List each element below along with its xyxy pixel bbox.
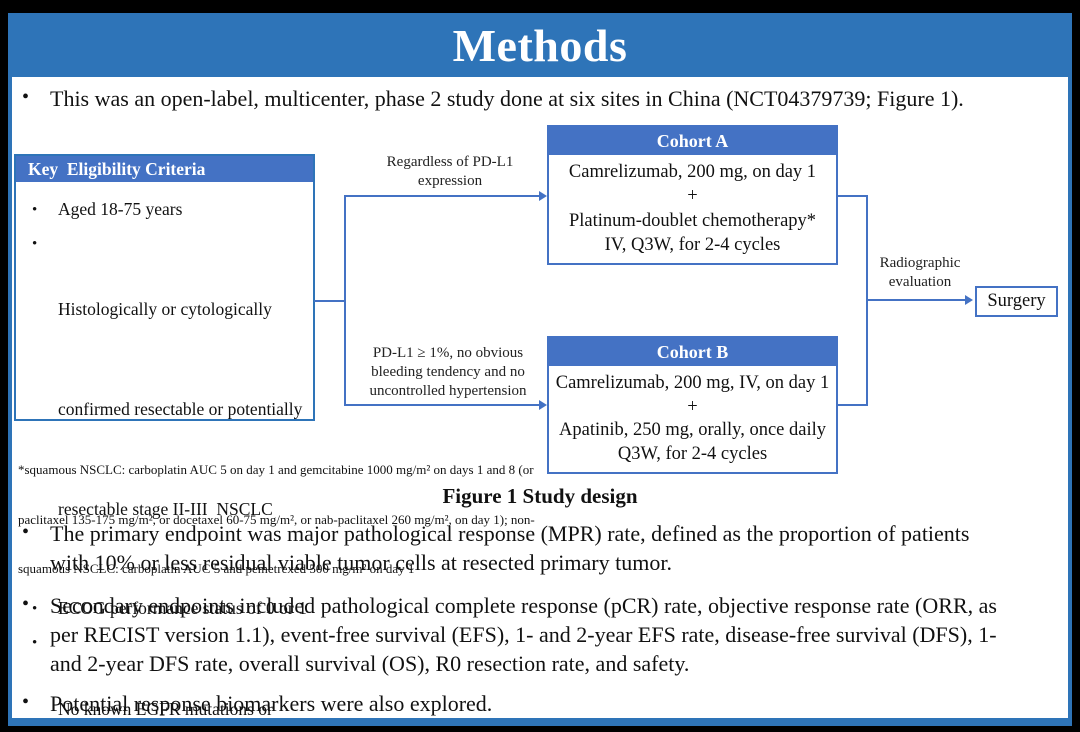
cohort-a-line: Platinum-doublet chemotherapy*: [568, 210, 817, 231]
list-item: • Histologically or cytologically confir…: [32, 227, 307, 592]
list-item: • No known EGFR mutations or ALK fusion: [32, 626, 307, 732]
list-item: • Aged 18-75 years: [32, 193, 307, 227]
eligibility-item-text: No known EGFR mutations or: [58, 698, 273, 719]
eligibility-item-text: confirmed resectable or potentially: [58, 399, 303, 420]
cohort-a-line: +: [687, 186, 698, 207]
footnote-line: paclitaxel 135-175 mg/m², or docetaxel 6…: [18, 511, 535, 527]
cohort-b-box: Cohort B Camrelizumab, 200 mg, IV, on da…: [547, 336, 838, 474]
arrowhead-icon: [539, 191, 547, 201]
eligibility-item-text: Histologically or cytologically: [58, 299, 272, 320]
eligibility-list: • Aged 18-75 years • Histologically or c…: [16, 183, 313, 732]
branch-top-label: Regardless of PD-L1 expression: [386, 154, 514, 189]
page-title: Methods: [452, 19, 628, 71]
cohort-b-line: Camrelizumab, 200 mg, IV, on day 1: [555, 372, 830, 393]
connector-line: [866, 299, 966, 301]
list-item: • ECOG performance status of 0 or 1: [32, 592, 307, 626]
bullet-icon: •: [22, 593, 30, 615]
surgery-box: Surgery: [975, 286, 1058, 317]
bullet-line: The primary endpoint was major pathologi…: [50, 521, 970, 546]
primary-endpoint-bullet: • The primary endpoint was major patholo…: [22, 519, 1062, 577]
bullet-icon: •: [32, 202, 38, 218]
connector-line: [837, 195, 868, 197]
eligibility-item-text: resectable stage II-III NSCLC: [58, 498, 273, 519]
bullet-line: per RECIST version 1.1), event-free surv…: [50, 622, 997, 647]
surgery-label: Surgery: [987, 291, 1046, 311]
cohort-a-header: Cohort A: [549, 127, 836, 157]
cohort-b-line: Q3W, for 2-4 cycles: [617, 444, 768, 465]
eligibility-box: Key Eligibility Criteria • Aged 18-75 ye…: [14, 154, 315, 719]
intro-bullet: • This was an open-label, multicenter, p…: [22, 84, 1062, 113]
biomarkers-bullet: • Potential response biomarkers were als…: [22, 689, 1062, 718]
branch-bottom-label: PD-L1 ≥ 1%, no obvious bleeding tendency…: [369, 345, 527, 399]
cohort-a-box: Cohort A Camrelizumab, 200 mg, on day 1 …: [547, 125, 838, 265]
footnote: *squamous NSCLC: carboplatin AUC 5 on da…: [18, 429, 566, 611]
figure-caption: Figure 1 Study design: [442, 484, 638, 508]
bullet-icon: •: [22, 86, 30, 108]
connector-line: [837, 404, 868, 406]
cohort-b-line: Apatinib, 250 mg, orally, once daily: [559, 420, 826, 441]
connector-line: [344, 195, 540, 197]
cohort-b-header: Cohort B: [549, 338, 836, 368]
bullet-icon: •: [22, 521, 30, 543]
connector-line: [314, 300, 345, 302]
arrowhead-icon: [965, 295, 973, 305]
connector-line: [344, 404, 540, 406]
cohort-a-line: IV, Q3W, for 2-4 cycles: [604, 234, 781, 255]
arrowhead-icon: [539, 400, 547, 410]
bullet-line: Secondary endpoints included pathologica…: [50, 593, 997, 618]
connector-line: [344, 195, 346, 406]
cohort-b-body: Camrelizumab, 200 mg, IV, on day 1 + Apa…: [549, 368, 836, 472]
eligibility-item-text: Aged 18-75 years: [58, 199, 183, 219]
cohort-b-line: +: [687, 396, 698, 417]
footnote-line: *squamous NSCLC: carboplatin AUC 5 on da…: [18, 462, 534, 477]
eligibility-header: Key Eligibility Criteria: [16, 156, 313, 183]
bullet-icon: •: [32, 601, 38, 618]
eligibility-item-text: ECOG performance status of 0 or 1: [58, 598, 307, 619]
intro-text: This was an open-label, multicenter, pha…: [50, 86, 964, 111]
bullet-line: and 2-year DFS rate, overall survival (O…: [50, 651, 690, 676]
bullet-icon: •: [22, 691, 30, 713]
bullet-icon: •: [32, 635, 38, 652]
bullet-icon: •: [32, 236, 38, 252]
cohort-a-body: Camrelizumab, 200 mg, on day 1 + Platinu…: [549, 157, 836, 263]
radiographic-label: Radiographic evaluation: [879, 255, 961, 290]
footnote-line: squamous NSCLC: carboplatin AUC 5 and pe…: [18, 561, 415, 576]
title-bar: Methods: [8, 13, 1072, 77]
secondary-endpoint-bullet: • Secondary endpoints included pathologi…: [22, 591, 1062, 678]
bullet-line: Potential response biomarkers were also …: [50, 691, 493, 716]
bullet-line: with 10% or less residual viable tumor c…: [50, 550, 672, 575]
cohort-a-line: Camrelizumab, 200 mg, on day 1: [568, 162, 817, 183]
